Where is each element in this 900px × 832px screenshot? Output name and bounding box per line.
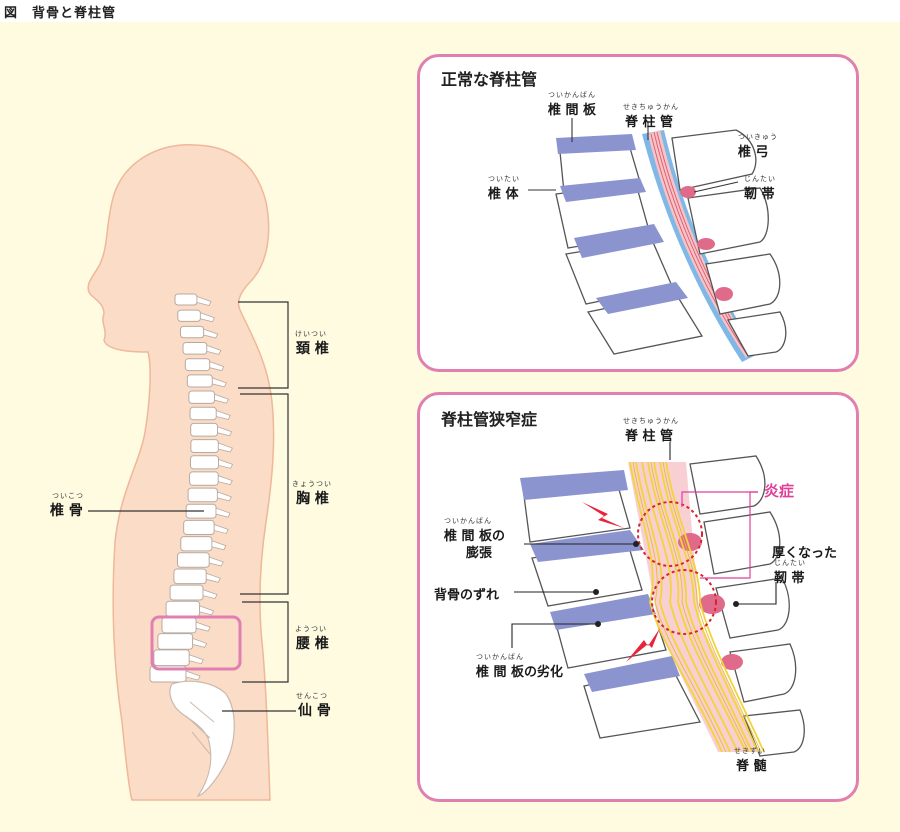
vertebra-body [180,536,213,552]
stenosis-canal-ruby: せきちゅうかん [623,417,679,425]
vertebra-body [189,455,220,470]
vertebra-process [196,295,212,306]
vertebra-body [165,600,201,617]
vertebra-body [189,406,217,421]
inflammation-label: 炎症 [764,482,795,500]
vertebra-process [206,344,222,355]
sacrum-label: 仙 骨 [298,703,331,719]
vertebra-process [215,507,231,518]
normal-ligament-ruby: じんたい [744,175,776,183]
vertebra-process [217,475,233,486]
body-outline [87,144,275,801]
normal-arch-ruby: ついきゅう [738,133,778,141]
vertebra-process [213,523,229,534]
vertebra-process [209,361,225,372]
disc-bulge-label-1: 椎 間 板の [444,529,506,544]
region-brackets [88,301,296,712]
vertebra-process [195,621,211,632]
vertebra-process [217,442,233,453]
disc-degen-label: 椎 間 板の劣化 [476,665,564,680]
sacrum-ruby: せんこつ [296,692,328,700]
disc-bulge-label-2: 膨張 [466,546,493,561]
vertebra-process [188,654,204,665]
normal-arch-label: 椎 弓 [738,145,769,160]
lumbar-ruby: ようつい [295,625,327,633]
vertebra-process [192,637,208,648]
thoracic-label: 胸 椎 [296,491,329,507]
spine-slip-label: 背骨のずれ [434,588,500,603]
vertebra-body [182,342,208,355]
page-title: 図 背骨と脊柱管 [4,6,117,21]
cord-label: 脊 髄 [736,759,767,774]
disc-degen-ruby: ついかんばん [476,653,524,661]
vertebra-body [176,552,210,568]
cervical-ruby: けいつい [295,330,327,338]
sacrum-bone [169,680,235,798]
spine-column [149,293,234,683]
vertebra-ruby: ついこつ [52,492,84,500]
vertebra-process [217,426,233,437]
vertebra-body [186,374,213,388]
lumbar-label: 腰 椎 [296,636,329,652]
diagram-canvas: けいつい 頚 椎 きょうつい 胸 椎 ようつい 腰 椎 せんこつ 仙 骨 ついこ… [0,22,900,832]
vertebra-body [188,390,216,404]
normal-canal-ruby: せきちゅうかん [623,103,679,111]
vertebra-body [161,616,197,634]
vertebra-body [184,358,211,372]
vertebra-process [185,670,201,681]
vertebra-body [153,649,190,667]
vertebra-body [190,422,219,437]
stenosis-ligament-label: 靭 帯 [774,571,805,586]
normal-disc-label: 椎 間 板 [548,103,597,118]
vertebra-body [174,293,198,306]
vertebra-process [217,491,232,502]
vertebra-process [208,556,224,567]
vertebra-label: 椎 骨 [50,503,83,519]
normal-canal-label: 脊 柱 管 [625,115,674,130]
vertebra-body [189,471,219,486]
vertebra-body [169,584,204,601]
vertebra-process [202,589,218,600]
vertebra-body [190,439,219,454]
normal-ligament-label: 靭 帯 [744,187,775,202]
vertebra-process [205,572,221,583]
vertebra-body [177,309,201,322]
vertebra-body [157,633,194,650]
stenosis-ligament-ruby: じんたい [774,559,806,567]
vertebra-process [211,377,227,388]
cord-ruby: せきずい [734,747,766,755]
body-silhouette [87,144,296,801]
vertebra-process [214,393,230,404]
vertebra-process [199,605,215,616]
page-header: 図 背骨と脊柱管 [0,0,900,22]
stenosis-canal-label: 脊 柱 管 [625,429,674,444]
thick-ligament-label: 厚くなった [772,546,838,561]
disc-bulge-ruby: ついかんばん [444,517,492,525]
normal-body-label: 椎 体 [488,187,519,202]
normal-panel-title: 正常な脊柱管 [441,70,538,89]
vertebra-process [199,312,215,323]
stenosis-panel-title: 脊柱管狭窄症 [441,410,538,429]
thoracic-ruby: きょうつい [292,480,332,488]
lumbar-highlight-box [150,615,242,671]
vertebra-body [173,568,207,585]
vertebra-body [187,487,218,503]
vertebra-process [203,328,219,339]
cervical-label: 頚 椎 [296,341,329,357]
normal-disc-ruby: ついかんばん [548,91,596,99]
vertebra-process [211,540,227,551]
vertebra-process [218,458,234,469]
vertebra-process [215,409,231,420]
vertebra-body [179,325,205,339]
normal-body-ruby: ついたい [488,175,520,183]
vertebra-body [183,519,215,535]
